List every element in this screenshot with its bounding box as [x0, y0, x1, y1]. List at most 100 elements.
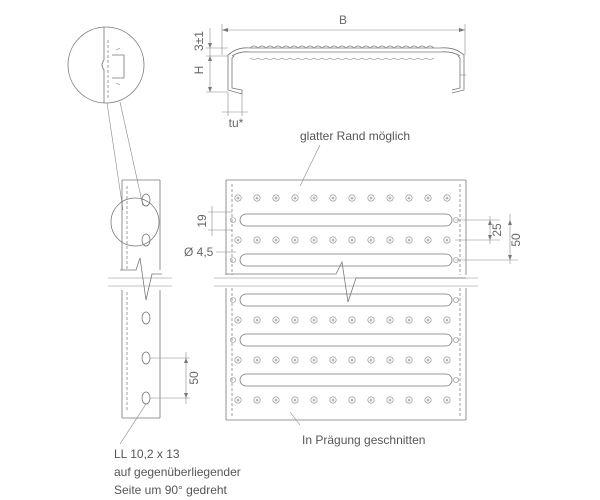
emboss-dot-center: [426, 358, 430, 362]
slot: [239, 293, 453, 307]
emboss-dot: [367, 236, 375, 244]
side-profile-view: 50: [108, 179, 201, 445]
emboss-dot-center: [426, 398, 430, 402]
ll-note-line2: auf gegenüberliegender: [114, 465, 241, 479]
emboss-dot: [405, 396, 413, 404]
hole: [230, 297, 236, 303]
emboss-dot-center: [369, 398, 373, 402]
emboss-dot: [272, 194, 280, 202]
emboss-dot-center: [445, 398, 449, 402]
detail-circle: [67, 26, 145, 211]
emboss-dot-center: [331, 196, 335, 200]
emboss-dot: [329, 316, 337, 324]
emboss-dot-center: [407, 238, 411, 242]
emboss-dot-center: [236, 318, 240, 322]
hole: [230, 337, 236, 343]
emboss-dot-center: [274, 358, 278, 362]
emboss-dot-center: [312, 358, 316, 362]
emboss-dot-center: [388, 196, 392, 200]
emboss-dot-center: [293, 238, 297, 242]
emboss-dot: [405, 236, 413, 244]
emboss-dot-center: [312, 196, 316, 200]
emboss-dot: [310, 194, 318, 202]
emboss-dot: [386, 316, 394, 324]
emboss-dot-center: [350, 398, 354, 402]
emboss-dot: [329, 356, 337, 364]
dim-h-label: H: [192, 66, 206, 75]
emboss-dot-center: [426, 238, 430, 242]
emboss-dot-center: [331, 398, 335, 402]
plate-top-view: 19 Ø 4,5 25 50: [184, 144, 523, 426]
emboss-dot: [253, 194, 261, 202]
emboss-dot-center: [388, 358, 392, 362]
emboss-dot: [329, 396, 337, 404]
emboss-dot-center: [236, 358, 240, 362]
emboss-dot-center: [350, 238, 354, 242]
emboss-dot-center: [312, 398, 316, 402]
dim-19-label: 19: [195, 214, 209, 228]
ll-note-line3: Seite um 90° gedreht: [114, 483, 228, 497]
emboss-dot: [386, 396, 394, 404]
emboss-dot-center: [331, 238, 335, 242]
emboss-dot: [424, 356, 432, 364]
emboss-dot-center: [331, 318, 335, 322]
emboss-dot-center: [312, 318, 316, 322]
emboss-dot-center: [350, 318, 354, 322]
emboss-dot: [405, 356, 413, 364]
emboss-dot: [291, 316, 299, 324]
emboss-dot-center: [255, 398, 259, 402]
hole: [453, 297, 459, 303]
emboss-dot: [310, 396, 318, 404]
emboss-dot: [291, 194, 299, 202]
emboss-dot: [348, 194, 356, 202]
emboss-dot-center: [407, 398, 411, 402]
emboss-dot-center: [274, 238, 278, 242]
emboss-dot: [329, 194, 337, 202]
emboss-dot: [234, 236, 242, 244]
emboss-dot: [367, 356, 375, 364]
hole: [230, 377, 236, 383]
emboss-dot: [424, 236, 432, 244]
emboss-dot-center: [445, 196, 449, 200]
emboss-dot: [424, 316, 432, 324]
emboss-dot: [348, 396, 356, 404]
emboss-dot-center: [293, 398, 297, 402]
emboss-dot-center: [255, 238, 259, 242]
note-bottom: In Prägung geschnitten: [302, 433, 425, 447]
emboss-dot: [253, 356, 261, 364]
slot: [239, 333, 453, 347]
emboss-dot: [272, 396, 280, 404]
emboss-dot: [405, 316, 413, 324]
emboss-dot-center: [388, 318, 392, 322]
emboss-dot-center: [236, 398, 240, 402]
emboss-dot-center: [274, 398, 278, 402]
emboss-dot: [348, 356, 356, 364]
emboss-dot: [253, 236, 261, 244]
slot: [239, 213, 453, 227]
emboss-dot: [291, 396, 299, 404]
emboss-dot: [291, 236, 299, 244]
emboss-dot: [386, 194, 394, 202]
emboss-dot: [310, 356, 318, 364]
emboss-dot: [367, 194, 375, 202]
emboss-dot-center: [445, 358, 449, 362]
emboss-dot: [234, 396, 242, 404]
emboss-dot-center: [426, 318, 430, 322]
dim-25-label: 25: [490, 223, 504, 237]
emboss-dot-center: [445, 318, 449, 322]
emboss-dot-center: [369, 318, 373, 322]
emboss-dot: [443, 356, 451, 364]
dim-b-label: B: [339, 13, 347, 27]
emboss-dot: [443, 396, 451, 404]
emboss-dot-center: [331, 358, 335, 362]
hole: [230, 217, 236, 223]
dim-50-left-label: 50: [187, 371, 201, 385]
emboss-dot-center: [350, 358, 354, 362]
emboss-dot: [367, 316, 375, 324]
emboss-dot: [234, 316, 242, 324]
emboss-dot: [424, 396, 432, 404]
emboss-dot-center: [255, 358, 259, 362]
emboss-dot: [253, 396, 261, 404]
emboss-dot-center: [255, 318, 259, 322]
